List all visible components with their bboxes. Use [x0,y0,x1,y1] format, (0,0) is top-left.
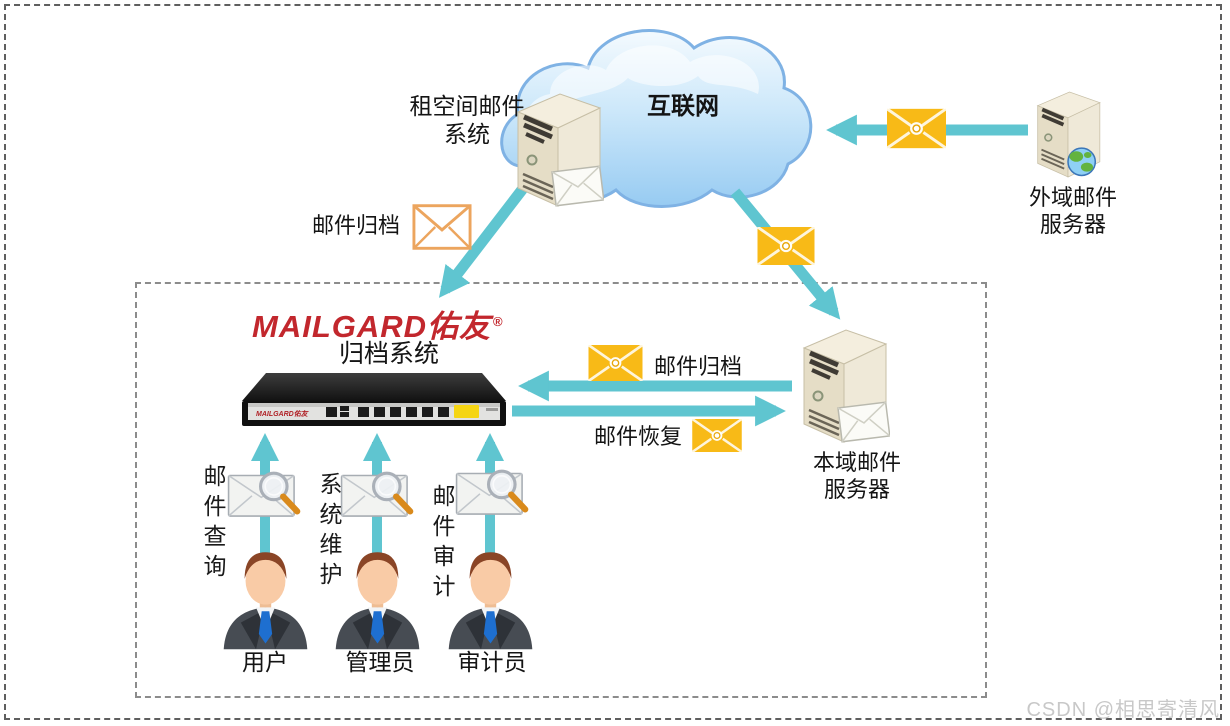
mailgard-brand-logo: MAILGARD佑友® [252,301,504,346]
rented-mail-server-label: 租空间邮件 系统 [396,92,538,148]
auditor-avatar [448,552,533,650]
arrow-rented-mail-to-archive [438,178,533,298]
mail-archive-note-label: 邮件归档 [312,213,401,238]
role-action-mail-audit: 邮件审计 [429,484,455,604]
role-name-user: 用户 [242,649,288,675]
network-ports [326,406,449,417]
mail-restore-flow-label: 邮件恢复 [594,424,683,449]
envelope-icon [551,165,604,207]
mail-envelope-icon [587,345,644,381]
appliance-front-brand: MAILGARD佑友 [256,409,309,418]
archive-system-boundary-box [135,282,987,698]
role-name-admin: 管理员 [345,649,415,675]
mail-archive-flow-label: 邮件归档 [654,354,743,379]
globe-icon [1067,147,1097,177]
user-avatar [223,552,308,650]
internet-label: 互联网 [647,93,719,120]
external-mail-server-label: 外域邮件 服务器 [1016,184,1130,238]
archive-system-title: 归档系统 [338,340,439,368]
envelope-icon [837,401,890,443]
mail-envelope-icon [691,419,743,452]
local-mail-server-label-line1: 本域邮件 [812,450,901,475]
role-name-auditor: 审计员 [457,649,527,675]
archive-envelope-icon [412,204,472,250]
role-action-system-maintenance: 系统维护 [316,472,342,592]
local-mail-server-label: 本域邮件 服务器 [798,449,916,503]
role-action-mail-query: 邮件查询 [200,464,226,584]
mail-search-icon [455,469,529,515]
local-mail-server-icon [802,329,890,443]
rented-mail-server-label-line2: 系统 [444,121,490,147]
external-mail-server-label-line1: 外域邮件 [1028,185,1117,210]
mail-search-icon [227,471,301,517]
archive-appliance-icon: MAILGARD佑友 [242,373,506,426]
warning-sticker [454,405,479,418]
mail-search-icon [340,471,414,517]
rented-mail-server-icon [516,93,604,207]
registered-mark: ® [493,313,504,329]
mailgard-brand-text: MAILGARD佑友 [252,309,492,344]
external-mail-server-icon [1036,91,1101,178]
rented-mail-server-label-line1: 租空间邮件 [409,93,525,119]
mail-envelope-icon [756,227,816,265]
admin-avatar [335,552,420,650]
mail-envelope-icon [887,108,946,149]
local-mail-server-label-line2: 服务器 [823,477,890,502]
csdn-watermark: CSDN @相思寄清风 [1026,699,1220,721]
external-mail-server-label-line2: 服务器 [1039,212,1106,237]
